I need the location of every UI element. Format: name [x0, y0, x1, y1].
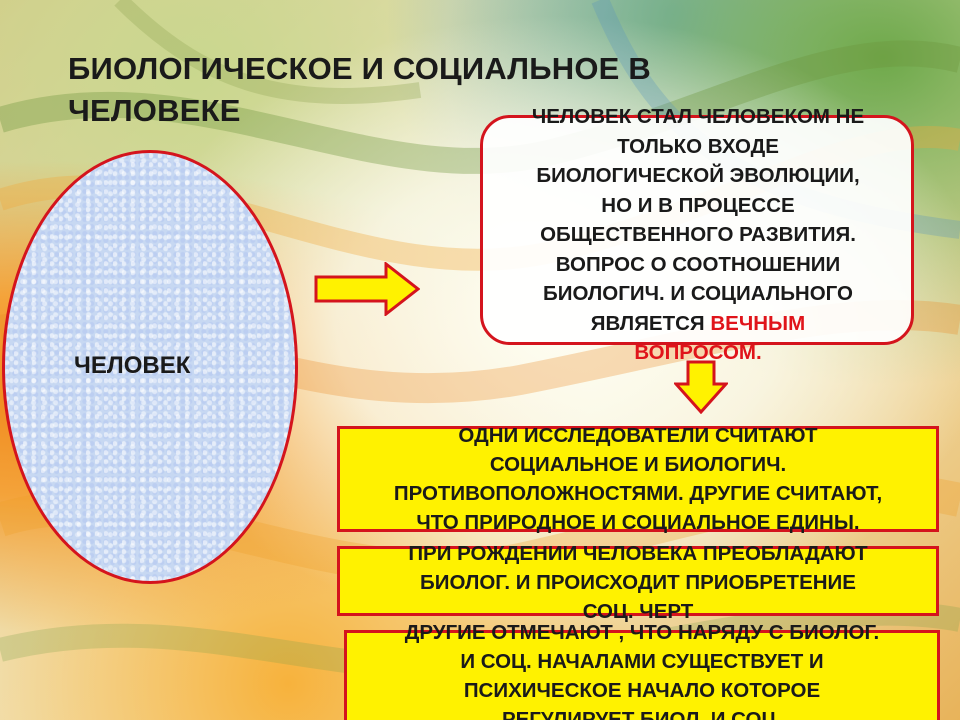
slide-title-line-1: БИОЛОГИЧЕСКОЕ И СОЦИАЛЬНОЕ В	[68, 51, 651, 86]
evolution-line-2: ТОЛЬКО ВХОДЕ	[617, 134, 779, 158]
opinion-1-line-2: СОЦИАЛЬНОЕ И БИОЛОГИЧ.	[489, 453, 787, 476]
evolution-line-7: БИОЛОГИЧ. И СОЦИАЛЬНОГО	[543, 282, 853, 305]
opinion-2-line-3: СОЦ. ЧЕРТ	[582, 600, 694, 623]
opinion-box-2	[337, 546, 939, 616]
evolution-line-8: ЯВЛЯЕТСЯ ВЕЧНЫМ	[482, 309, 914, 339]
evolution-box	[480, 115, 914, 345]
opinion-3-line-3: ПСИХИЧЕСКОЕ НАЧАЛО КОТОРОЕ	[463, 679, 821, 702]
human-oval-label: ЧЕЛОВЕК	[74, 352, 191, 379]
evolution-line-3: БИОЛОГИЧЕСКОЙ ЭВОЛЮЦИИ,	[536, 164, 860, 187]
opinion-box-3	[344, 630, 940, 720]
evolution-box-text: ЧЕЛОВЕК СТАЛ ЧЕЛОВЕКОМ НЕ ТОЛЬКО ВХОДЕ Б…	[482, 102, 914, 368]
opinion-2-line-2: БИОЛОГ. И ПРОИСХОДИТ ПРИОБРЕТЕНИЕ	[420, 571, 856, 594]
slide-title-line-2: ЧЕЛОВЕКЕ	[68, 93, 241, 128]
slide-title: БИОЛОГИЧЕСКОЕ И СОЦИАЛЬНОЕ В ЧЕЛОВЕКЕ	[68, 48, 828, 132]
arrow-right-icon	[314, 262, 420, 316]
evolution-line-1: ЧЕЛОВЕК СТАЛ ЧЕЛОВЕКОМ НЕ	[531, 105, 865, 128]
opinion-box-1	[337, 426, 939, 532]
opinion-box-1-text: ОДНИ ИССЛЕДОВАТЕЛИ СЧИТАЮТ СОЦИАЛЬНОЕ И …	[337, 421, 939, 537]
evolution-line-5: ОБЩЕСТВЕННОГО РАЗВИТИЯ.	[540, 223, 856, 246]
evolution-line-4: НО И В ПРОЦЕССЕ	[601, 193, 795, 217]
eternal-highlight: ВЕЧНЫМ	[710, 311, 806, 335]
opinion-3-line-4: РЕГУЛИРУЕТ БИОЛ. И СОЦ.	[501, 708, 783, 720]
opinion-box-2-text: ПРИ РОЖДЕНИИ ЧЕЛОВЕКА ПРЕОБЛАДАЮТ БИОЛОГ…	[337, 539, 939, 626]
arrow-down-icon	[674, 360, 728, 414]
opinion-1-line-3: ПРОТИВОПОЛОЖНОСТЯМИ. ДРУГИЕ СЧИТАЮТ,	[393, 482, 883, 505]
opinion-3-line-2: И СОЦ. НАЧАЛАМИ СУЩЕСТВУЕТ И	[460, 650, 824, 673]
opinion-1-line-1: ОДНИ ИССЛЕДОВАТЕЛИ СЧИТАЮТ	[458, 424, 818, 447]
opinion-2-line-1: ПРИ РОЖДЕНИИ ЧЕЛОВЕКА ПРЕОБЛАДАЮТ	[408, 542, 868, 565]
opinion-3-line-1: ДРУГИЕ ОТМЕЧАЮТ , ЧТО НАРЯДУ С БИОЛОГ.	[404, 621, 880, 644]
question-highlight: ВОПРОСОМ.	[634, 341, 762, 364]
evolution-line-8-prefix: ЯВЛЯЕТСЯ	[590, 311, 711, 335]
human-oval	[2, 150, 298, 584]
opinion-box-3-text: ДРУГИЕ ОТМЕЧАЮТ , ЧТО НАРЯДУ С БИОЛОГ. И…	[344, 618, 940, 720]
opinion-1-line-4: ЧТО ПРИРОДНОЕ И СОЦИАЛЬНОЕ ЕДИНЫ.	[416, 511, 860, 534]
evolution-line-6: ВОПРОС О СООТНОШЕНИИ	[555, 252, 841, 276]
